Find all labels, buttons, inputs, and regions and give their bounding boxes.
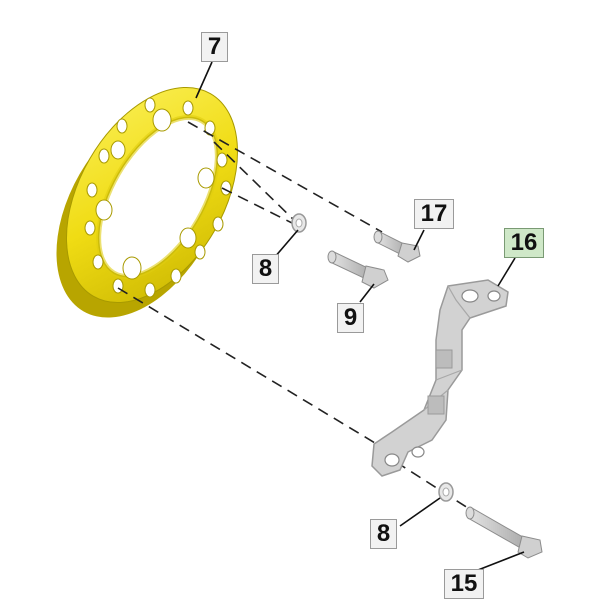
ring-bolt-holes: [84, 97, 232, 298]
bolt-part-17: [373, 230, 421, 263]
callout-part-15: 15: [444, 569, 484, 599]
callout-part-7: 7: [201, 32, 228, 62]
bolt-part-9: [327, 250, 389, 289]
callout-part-16: 16: [504, 228, 544, 258]
callout-part-9: 9: [337, 303, 364, 333]
caliper-bracket: [371, 279, 509, 477]
washer-upper: [291, 213, 307, 233]
callout-part-8-lower: 8: [370, 519, 397, 549]
spacer-ring: [56, 86, 238, 318]
assembly-dashed-lines: [117, 121, 469, 509]
bolt-part-15: [465, 506, 543, 559]
callout-part-8-upper: 8: [252, 254, 279, 284]
callout-part-17: 17: [414, 199, 454, 229]
leader-lines: [195, 61, 525, 571]
washer-lower: [438, 482, 454, 502]
